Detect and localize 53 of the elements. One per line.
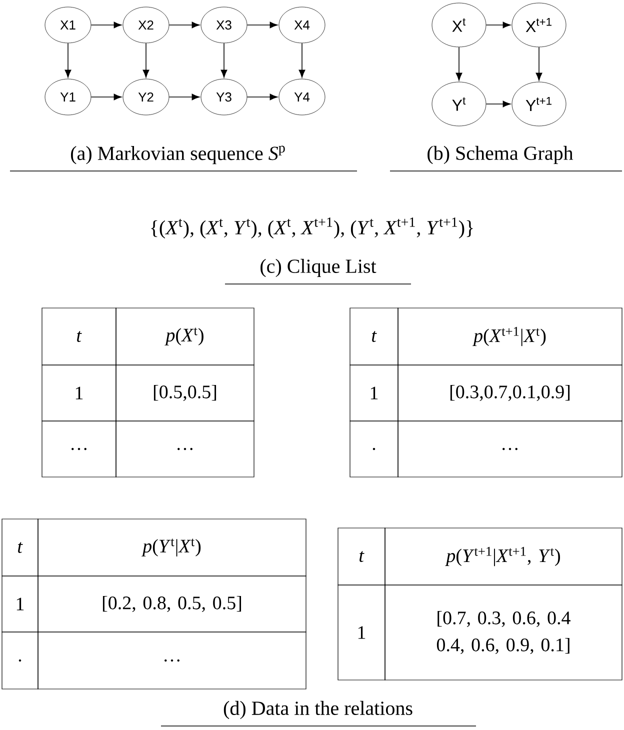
table-cell: … [398, 420, 622, 478]
table-cell: . [2, 632, 38, 690]
arrow [220, 42, 228, 78]
table-cell: 1 [2, 576, 38, 632]
table-cell: … [42, 420, 116, 478]
table-cell: p(X$^{t}$) [116, 308, 254, 366]
arrow [536, 46, 542, 81]
graph-node: Y$^{t+1}$ [512, 82, 566, 126]
arrow [64, 42, 72, 78]
graph-node: Y4 [278, 78, 326, 116]
table-cell: t [338, 528, 386, 586]
graph-node: X4 [278, 6, 326, 44]
table-cell: … [116, 420, 254, 478]
table-cell: t [42, 308, 116, 366]
graph-node: X$^{t}$ [432, 2, 486, 48]
arrow [298, 42, 306, 78]
graph-node: Y1 [44, 78, 92, 116]
table-cell: 1 [338, 584, 386, 680]
arrow [142, 42, 150, 78]
arrow [168, 22, 200, 28]
graph-node: X3 [200, 6, 248, 44]
table-cell: . [350, 420, 398, 478]
graph-node: X2 [122, 6, 170, 44]
arrow [456, 46, 462, 81]
arrow [486, 100, 511, 108]
graph-node: Y3 [200, 78, 248, 116]
arrow [168, 94, 200, 100]
caption: (d) Data in the relations [160, 700, 476, 726]
table-cell: p(Y$^{t}$|X$^{t}$) [38, 518, 306, 576]
graph-node: Y$^{t}$ [432, 82, 486, 126]
arrow [486, 22, 511, 28]
clique-list: {(X$^{t}$), (X$^{t}$, Y$^{t}$), (X$^{t}$, X$^{t+1}$), (Y$^{t}$, X$^{t+1}$, Y$^{t+1}$)} [151, 217, 473, 238]
table-cell: [0.5,0.5] [116, 364, 254, 422]
arrow [246, 94, 278, 100]
caption: (c) Clique List [224, 258, 412, 284]
table-cell: p(X$^{t+1}$|X$^{t}$) [398, 308, 622, 366]
arrow [246, 22, 278, 28]
table-cell: [0.3,0.7,0.1,0.9] [398, 364, 622, 422]
table-cell: p(Y$^{t+1}$|X$^{t+1}$, Y$^{t}$) [384, 528, 622, 586]
table-cell: t [2, 518, 38, 576]
caption: (a) Markovian sequence S$^{p}$ [10, 146, 358, 172]
graph-node: Y2 [122, 78, 170, 116]
table-cell: [0.2, 0.8, 0.5, 0.5] [38, 576, 306, 632]
table-cell: 1 [42, 364, 116, 422]
table-cell: … [38, 632, 306, 690]
graph-node: X$^{t+1}$ [512, 2, 566, 48]
graph-node: X1 [44, 6, 92, 44]
arrow [90, 94, 122, 100]
table-cell: 1 [350, 364, 398, 422]
table-cell: t [350, 308, 398, 366]
caption: (b) Schema Graph [390, 146, 622, 172]
arrow [90, 22, 122, 28]
table-cell: [0.7, 0.3, 0.6, 0.4 0.4, 0.6, 0.9, 0.1] [384, 584, 622, 680]
